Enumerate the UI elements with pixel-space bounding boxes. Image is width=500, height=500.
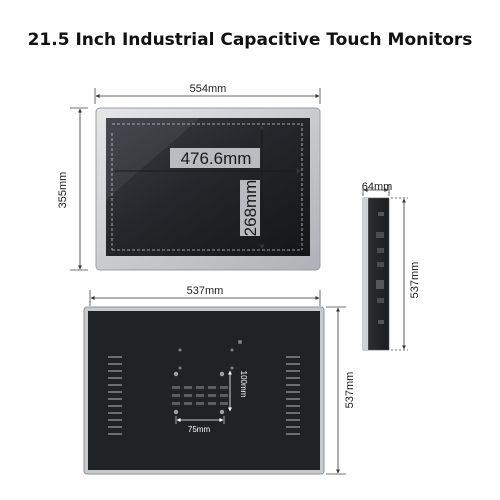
front-screen [106,118,310,256]
back-vents-center [172,386,228,405]
back-vents-left [108,356,122,435]
front-height-label: 355mm [57,172,69,209]
vesa-holes [173,371,225,415]
back-panel [88,311,320,470]
back-height-label: 537mm [344,372,356,409]
side-depth-label: 64mm [362,181,393,193]
side-height-label: 537mm [409,262,421,299]
back-vents-right [286,356,300,435]
screen-width-label: 476.6mm [181,149,252,168]
front-view: 554mm 355mm 476.6mm 268mm [57,83,321,271]
side-view: 64mm 537mm [362,181,421,351]
back-width-label: 537mm [187,285,224,297]
vesa-height-label: 100mm [239,371,248,398]
back-view: 537mm [83,285,356,475]
front-width-label: 554mm [190,83,227,95]
vesa-width-label: 75mm [188,425,211,434]
screen-height-label: 268mm [241,180,260,237]
page-title: 21.5 Inch Industrial Capacitive Touch Mo… [27,30,473,50]
